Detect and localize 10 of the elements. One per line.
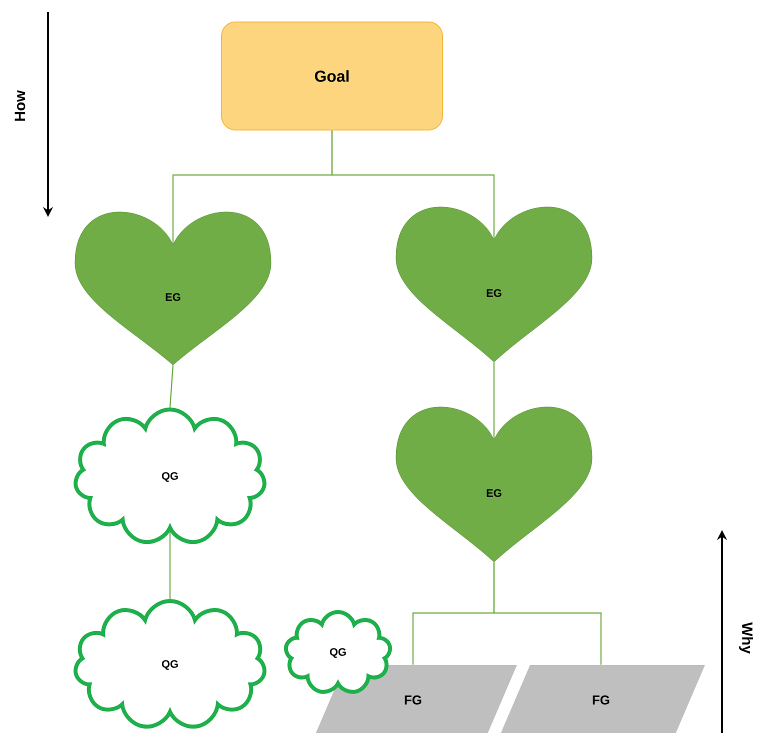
connector-line	[169, 365, 174, 408]
node-label: FG	[592, 695, 610, 705]
direction-label: Why	[739, 622, 753, 654]
direction-label: How	[14, 90, 26, 121]
goal-box: Goal	[221, 22, 443, 130]
node-label: QG	[330, 648, 346, 658]
connector-line	[331, 130, 495, 240]
connector-line	[493, 362, 495, 440]
node-label: FG	[404, 695, 422, 705]
connector-line	[493, 562, 602, 665]
